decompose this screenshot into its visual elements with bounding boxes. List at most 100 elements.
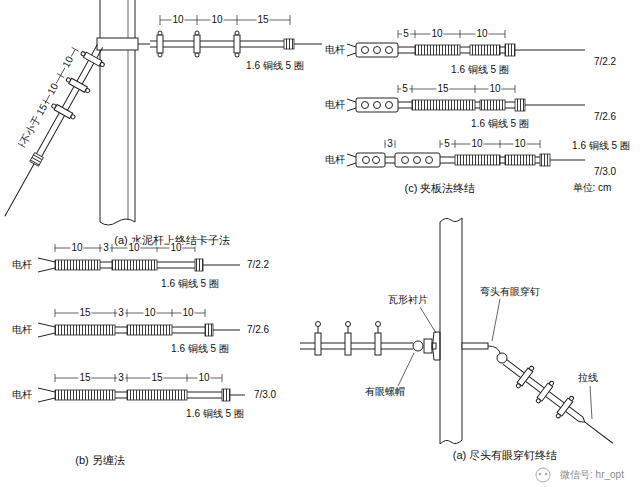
guy-wire-slanted: [2, 45, 102, 218]
wire-spec: 7/2.6: [593, 111, 617, 123]
pole-label: 电杆: [324, 154, 346, 166]
dimension-label: 5: [402, 28, 410, 40]
binding-note: 1.6 铜线 5 圈: [470, 118, 530, 130]
eye-bolt-termination: [497, 353, 507, 363]
figure-caption: (a) 尽头有眼穿钉终结: [452, 449, 559, 462]
guy-wire-horizontal: [160, 15, 290, 25]
concrete-pole: [100, 0, 135, 225]
guy-wire-slanted: [30, 153, 44, 167]
part-label: 拉线: [577, 372, 599, 384]
clamp-plate-row: [356, 98, 398, 112]
dimension-label: 3: [102, 242, 110, 254]
dimension-label: 15: [256, 14, 269, 26]
clamp-plate-row: [505, 155, 535, 165]
wrapped-wire-row: [205, 324, 213, 336]
pole-label: 电杆: [324, 44, 346, 56]
wrapped-wire-row: [38, 309, 240, 337]
wrapped-wire-row: [222, 389, 230, 401]
unit-note: 单位: cm: [572, 182, 613, 194]
eye-bolt-termination: [316, 322, 321, 327]
watermark-icon: [539, 473, 542, 476]
eye-bolt-termination: [346, 322, 351, 327]
binding-note: 1.6 铜线 5 圈: [185, 408, 245, 420]
clamp-plate-row: [373, 157, 380, 164]
guy-wire-horizontal: [234, 31, 240, 57]
wire-spec: 7/2.6: [246, 324, 270, 336]
guy-wire-horizontal: [157, 31, 163, 57]
figure-caption: (b) 另缠法: [74, 454, 126, 467]
eye-bolt-termination: [345, 333, 351, 355]
binding-note: 1.6 铜线 5 圈: [245, 60, 305, 72]
clamp-plate-row: [480, 100, 505, 110]
dimension-label: 10: [197, 372, 210, 384]
dimension-label: 10: [513, 138, 526, 150]
eye-bolt-termination: [378, 326, 379, 333]
part-label: 有眼螺帽: [364, 386, 406, 398]
eye-bolt-termination: [375, 333, 381, 355]
clamp-plate-row: [347, 99, 356, 111]
wrapped-wire-row: [38, 258, 55, 272]
dimension-label: 10: [60, 54, 76, 71]
concrete-pole: [97, 0, 138, 225]
clamp-plate-row: [415, 45, 460, 55]
dimension-label: 10: [45, 80, 61, 97]
eye-bolt-termination: [440, 218, 462, 444]
eye-bolt-termination: [424, 339, 432, 353]
clamp-plate-row: [347, 140, 585, 167]
clamp-plate-row: [455, 155, 500, 165]
clamp-plate-row: [395, 153, 440, 167]
guy-wire: [497, 352, 620, 454]
dimension-label: 3: [386, 138, 394, 150]
wrapped-wire-row: [55, 325, 115, 335]
guy-wire-horizontal: [194, 31, 200, 57]
clamp-plate-row: [470, 45, 500, 55]
clamp-plate-row: [347, 154, 356, 166]
wrapped-wire-row: [127, 325, 172, 335]
dimension-label: 15: [150, 372, 163, 384]
eye-bolt-termination: [398, 299, 592, 419]
dimension-label: 10: [470, 138, 483, 150]
eye-bolt-termination: [433, 332, 441, 360]
part-label: 瓦形衬片: [387, 294, 429, 306]
clamp-plate-row: [347, 44, 356, 56]
part-label: 弯头有眼穿钉: [479, 286, 541, 298]
dimension-label: 10: [127, 242, 140, 254]
dimension-label: 10: [143, 307, 156, 319]
guy-wire-slanted: [80, 50, 106, 68]
guy-wire-slanted: [18, 47, 79, 147]
guy-wire-slanted: [0, 34, 111, 222]
clamp-plate-row: [363, 157, 370, 164]
dimension-label: 10: [171, 14, 184, 26]
wrapped-wire-row: [38, 374, 245, 402]
guy-wire: [555, 395, 575, 419]
dimension-label: 10: [488, 83, 501, 95]
wrapped-wire-row: [127, 390, 187, 400]
watermark: 微信号: hr_opt: [559, 469, 625, 481]
pole-label: 电杆: [11, 259, 33, 271]
guy-wire-horizontal: [284, 39, 294, 49]
concrete-pole: [128, 0, 129, 220]
wrapped-wire-row: [112, 260, 157, 270]
eye-bolt-termination: [315, 322, 381, 356]
eye-bolt-termination: [300, 218, 592, 444]
dimension-label: 10: [430, 28, 443, 40]
concrete-pole: [97, 38, 138, 50]
clamp-plate-row: [505, 44, 515, 56]
clamp-plate-row: [426, 157, 433, 164]
eye-bolt-termination: [488, 346, 500, 353]
wrapped-wire-row: [55, 390, 115, 400]
watermark-icon: [545, 473, 548, 476]
guy-wire: [515, 365, 535, 389]
eye-bolt-termination: [413, 341, 423, 351]
guy-wire-slanted: [51, 103, 77, 121]
clamp-plate-row: [515, 99, 525, 111]
watermark-icon: [536, 468, 550, 482]
wrapped-wire-row: [195, 259, 203, 271]
clamp-plate-row: [347, 30, 585, 57]
eye-bolt-termination: [318, 326, 319, 333]
clamp-plate-row: [356, 43, 398, 57]
binding-note: 1.6 铜线 5 圈: [571, 140, 631, 152]
dimension-label: 10: [181, 307, 194, 319]
wire-spec: 7/2.2: [593, 56, 617, 68]
